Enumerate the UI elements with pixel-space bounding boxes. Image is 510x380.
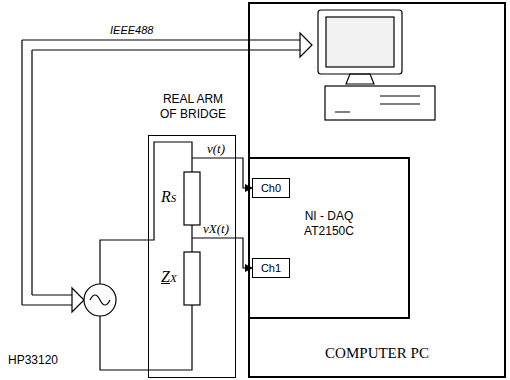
monitor-screen (326, 17, 394, 67)
channel-box: Ch1 (252, 258, 290, 278)
bridge-arm-box: REAL ARM OF BRIDGE (148, 135, 236, 378)
resistor-symbol (184, 172, 200, 225)
channel-box: Ch0 (252, 178, 290, 198)
signal-name: vX(t) (202, 221, 230, 237)
part-name: RS (161, 188, 176, 206)
node-text: REAL ARM OF BRIDGE (156, 92, 230, 122)
daq-card-box: NI - DAQ AT2150C Ch0Ch1 (248, 157, 410, 319)
impedance-symbol (184, 252, 200, 305)
instrument-name: HP33120 (8, 353, 58, 367)
signal-name: v(t) (206, 141, 226, 157)
pc-case (325, 86, 435, 120)
pc-drive (335, 96, 420, 112)
node-text: NI - DAQ AT2150C (288, 209, 370, 239)
node-text: COMPUTER PC (250, 345, 504, 362)
monitor-icon (318, 10, 402, 74)
monitor-stand (346, 74, 374, 84)
part-name: ZX (161, 268, 177, 286)
node-text: Ch0 (261, 182, 281, 194)
node-text: Ch1 (261, 262, 281, 274)
sine-symbol (90, 295, 110, 305)
wire (100, 305, 192, 370)
bus-line (22, 40, 300, 305)
bus-arrowhead (72, 33, 312, 312)
computer-box: COMPUTER PC NI - DAQ AT2150C Ch0Ch1 (248, 2, 506, 378)
bus-name: IEEE488 (110, 24, 153, 36)
wire (100, 142, 192, 284)
source-symbol (84, 284, 116, 316)
